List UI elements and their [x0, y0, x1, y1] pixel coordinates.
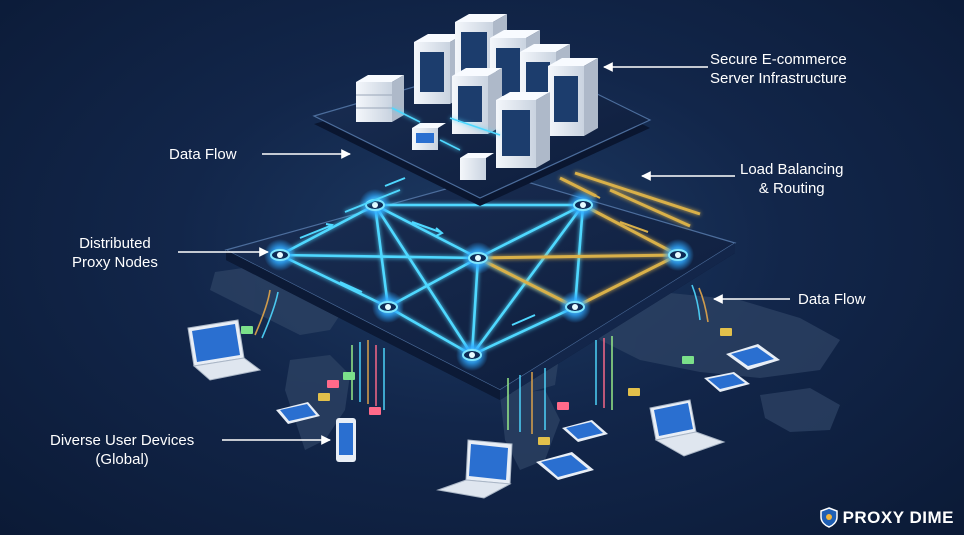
shield-icon	[819, 507, 838, 528]
routing-links	[477, 203, 679, 309]
proxy-node	[559, 291, 591, 323]
server-racks	[356, 14, 598, 180]
server-label-line-2: Server Infrastructure	[710, 70, 847, 87]
tablet-icon	[704, 372, 750, 392]
load-balancing-label: Load Balancing & Routing	[740, 160, 843, 198]
proxy-node	[567, 189, 599, 221]
routing-beams	[344, 171, 701, 228]
user-devices-line-2: (Global)	[95, 451, 149, 468]
proxy-node	[372, 291, 404, 323]
load-balancing-line-1: Load Balancing	[740, 161, 844, 178]
load-balancing-line-2: & Routing	[758, 180, 825, 197]
smartphone-icon	[336, 418, 356, 462]
user-devices-line-1: Diverse User Devices	[50, 432, 195, 449]
proxy-nodes	[264, 189, 694, 371]
user-devices-label: Diverse User Devices (Global)	[50, 431, 194, 469]
proxy-node	[662, 239, 694, 271]
laptop-icon	[187, 319, 262, 381]
proxy-platform	[224, 173, 737, 400]
tablet-icon	[726, 344, 780, 370]
device-streams	[254, 284, 709, 434]
proxy-nodes-line-1: Distributed	[79, 235, 151, 252]
laptop-icon	[436, 439, 513, 499]
data-packets	[241, 326, 732, 445]
server-infrastructure-label: Secure E-commerce Server Infrastructure	[710, 50, 847, 88]
data-flow-right-label: Data Flow	[798, 291, 866, 308]
proxy-nodes-label: Distributed Proxy Nodes	[72, 234, 158, 272]
proxy-nodes-line-2: Proxy Nodes	[72, 254, 158, 271]
server-label-line-1: Secure E-commerce	[710, 51, 847, 68]
tablet-icon	[562, 420, 608, 442]
brand-logo: PROXY DIME	[819, 507, 954, 528]
data-flow-top-label: Data Flow	[169, 146, 237, 163]
callout-arrows	[178, 62, 790, 445]
proxy-node	[462, 242, 494, 274]
tablet-icon	[536, 452, 594, 480]
tablet-icon	[276, 402, 320, 424]
laptop-icon	[649, 399, 726, 457]
brand-name: PROXY DIME	[842, 507, 954, 527]
proxy-node	[264, 239, 296, 271]
proxy-node	[456, 339, 488, 371]
